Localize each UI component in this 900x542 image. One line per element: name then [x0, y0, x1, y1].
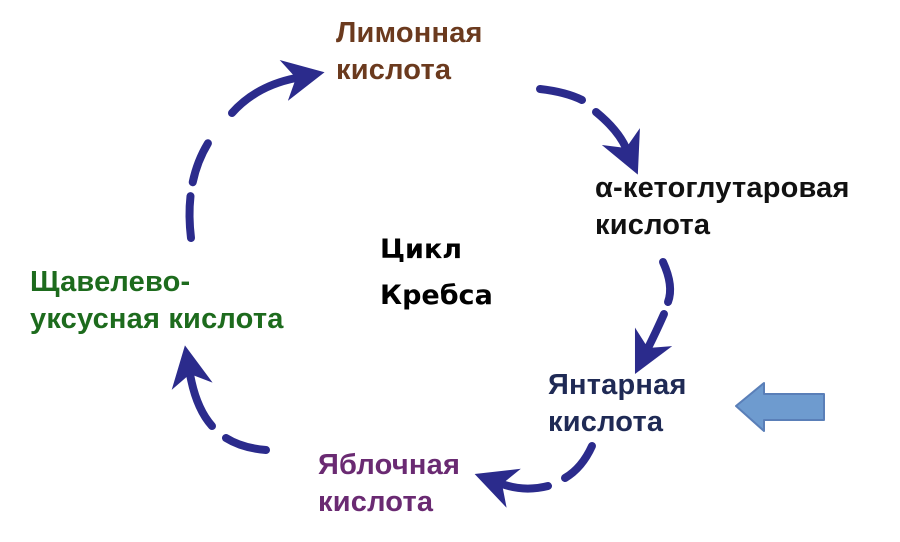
arrow-succinic-to-malic-icon	[474, 442, 596, 508]
node-citric-line1: Лимонная	[336, 17, 483, 49]
cycle-title: Цикл Кребса	[380, 227, 493, 319]
node-oxaloacetic-acid: Щавелево- уксусная кислота	[30, 264, 284, 338]
node-oxaloacetic-line1: Щавелево-	[30, 266, 191, 298]
node-malic-acid: Яблочная кислота	[318, 447, 460, 521]
cycle-title-line1: Цикл	[380, 234, 463, 265]
node-succinic-line1: Янтарная	[548, 369, 687, 401]
node-ketoglutaric-line1: α-кетоглутаровая	[595, 172, 850, 204]
node-oxaloacetic-line2: уксусная кислота	[30, 303, 284, 335]
cycle-title-line2: Кребса	[380, 280, 493, 311]
node-ketoglutaric-line2: кислота	[595, 209, 711, 241]
node-malic-line1: Яблочная	[318, 449, 461, 481]
arrow-oxaloacetic-to-citric-icon	[185, 60, 325, 242]
node-ketoglutaric-acid: α-кетоглутаровая кислота	[595, 170, 850, 244]
node-succinic-line2: кислота	[548, 406, 664, 438]
node-citric-line2: кислота	[336, 54, 452, 86]
arrow-citric-to-ketoglutaric-icon	[536, 85, 640, 175]
node-malic-line2: кислота	[318, 486, 434, 518]
input-arrow-icon	[735, 382, 825, 432]
node-citric-acid: Лимонная кислота	[336, 15, 483, 89]
arrow-ketoglutaric-to-succinic-icon	[634, 258, 675, 375]
node-succinic-acid: Янтарная кислота	[548, 367, 687, 441]
arrow-malic-to-oxaloacetic-icon	[171, 345, 270, 454]
